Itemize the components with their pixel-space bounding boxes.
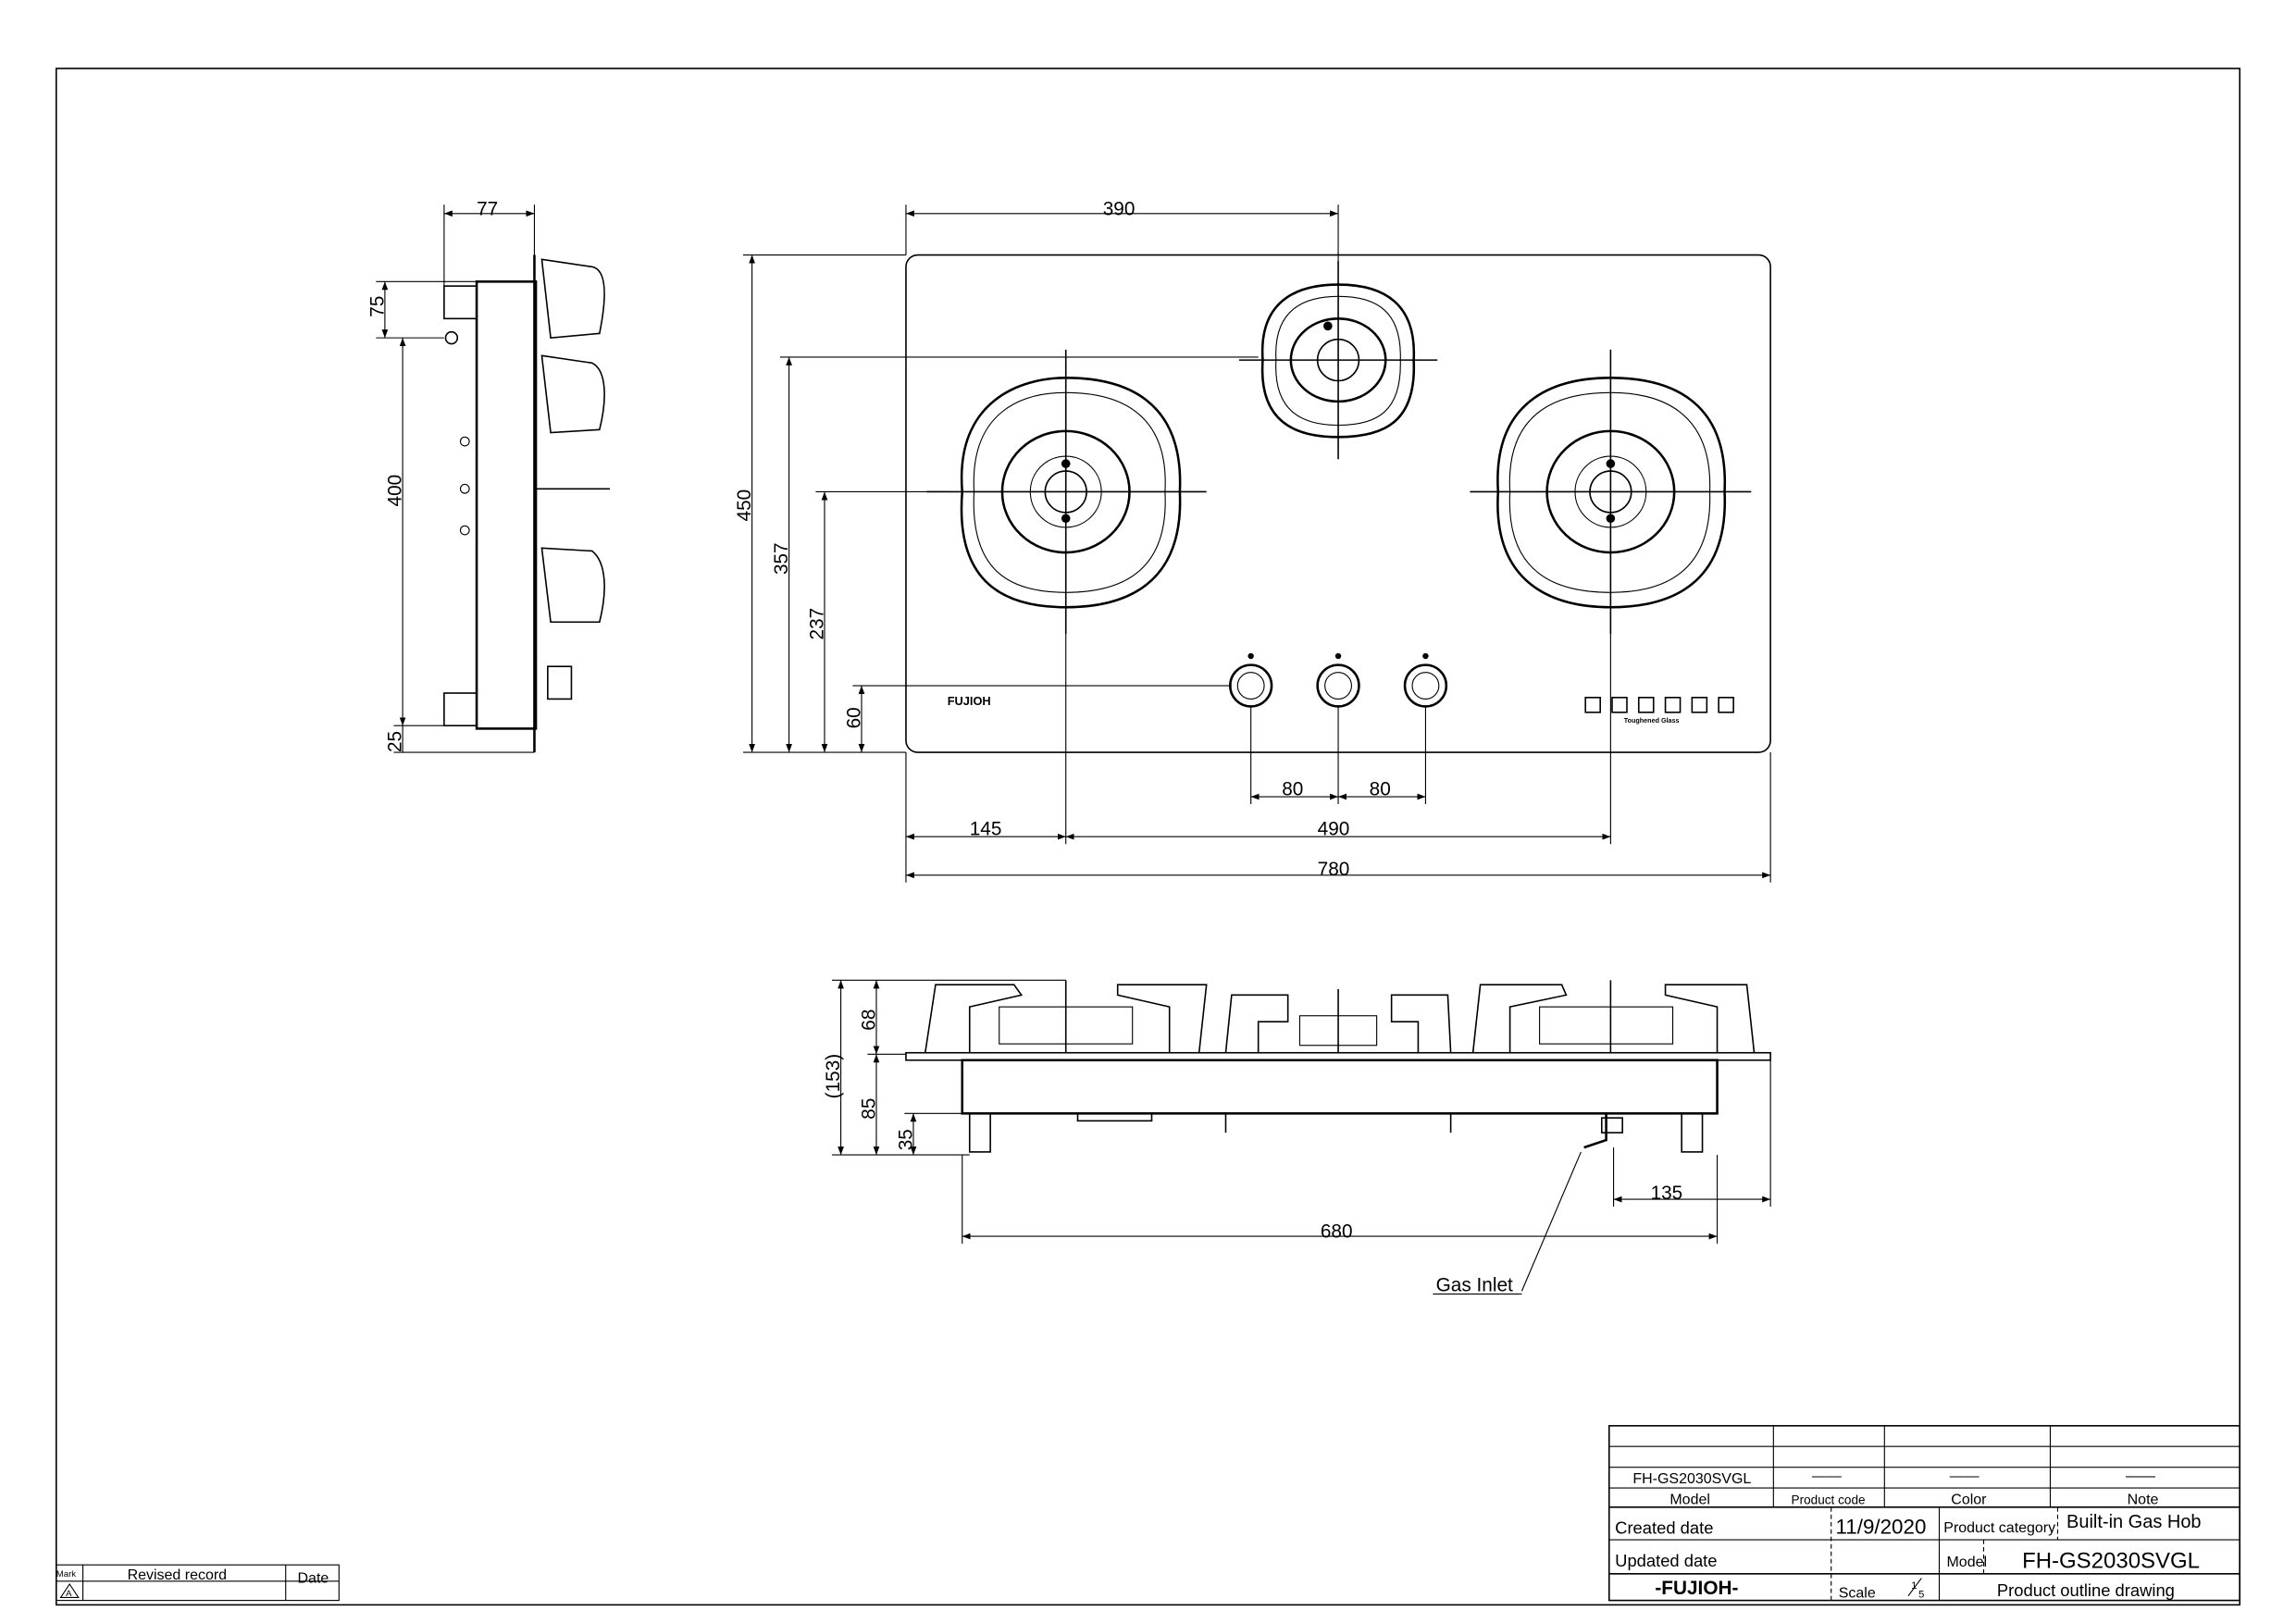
model-big: FH-GS2030SVGL bbox=[2022, 1548, 2200, 1573]
created-date-value: 11/9/2020 bbox=[1836, 1516, 1927, 1539]
scale-label: Scale bbox=[1839, 1585, 1876, 1601]
dim-68: 68 bbox=[858, 1010, 879, 1031]
dim-400: 400 bbox=[384, 475, 405, 507]
fujioh-logo: -FUJIOH- bbox=[1655, 1578, 1738, 1599]
hob-body-profile bbox=[961, 1059, 1719, 1115]
revision-symbol: A bbox=[66, 1589, 72, 1599]
dim-80-a: 80 bbox=[1282, 778, 1303, 799]
dim-145: 145 bbox=[970, 819, 1002, 840]
sheet-border bbox=[55, 68, 2241, 1606]
product-category-value: Built-in Gas Hob bbox=[2066, 1512, 2202, 1532]
toughened-glass-label: Toughened Glass bbox=[1624, 716, 1680, 725]
mark-header: Mark bbox=[56, 1569, 76, 1580]
model-label: Model bbox=[1946, 1555, 1987, 1570]
created-date-label: Created date bbox=[1615, 1518, 1713, 1538]
dim-680: 680 bbox=[1321, 1221, 1353, 1243]
dim-237: 237 bbox=[806, 608, 827, 640]
dim-450: 450 bbox=[734, 489, 755, 522]
product-code-header: Product code bbox=[1792, 1493, 1866, 1507]
burner-left bbox=[926, 349, 1207, 635]
dim-60: 60 bbox=[843, 707, 864, 728]
product-code-value: —— bbox=[1812, 1468, 1842, 1484]
revised-record-header: Revised record bbox=[128, 1567, 228, 1583]
revision-triangle-icon bbox=[59, 1582, 80, 1598]
model-header: Model bbox=[1669, 1493, 1710, 1508]
control-knobs bbox=[1228, 652, 1448, 708]
dim-25: 25 bbox=[384, 731, 405, 752]
burner-center bbox=[1238, 260, 1438, 460]
note-value: —— bbox=[2126, 1468, 2155, 1484]
safety-icons bbox=[1584, 697, 1734, 713]
model-value: FH-GS2030SVGL bbox=[1632, 1471, 1751, 1487]
dim-77: 77 bbox=[477, 198, 498, 219]
dim-780: 780 bbox=[1318, 859, 1350, 880]
knob-center bbox=[1316, 663, 1360, 708]
dim-75: 75 bbox=[366, 296, 388, 317]
color-header: Color bbox=[1951, 1493, 1987, 1508]
panel-brand-logo: FUJIOH bbox=[948, 694, 991, 708]
knob-left bbox=[1228, 663, 1273, 708]
front-view: (153) 68 85 35 680 135 Gas Inlet bbox=[823, 979, 1771, 1295]
revision-block: Mark Revised record Date A bbox=[56, 1564, 340, 1602]
updated-date-label: Updated date bbox=[1615, 1551, 1717, 1570]
dim-490: 490 bbox=[1318, 819, 1350, 840]
date-header: Date bbox=[298, 1570, 329, 1586]
scale-numerator: 1 bbox=[1911, 1580, 1917, 1592]
drawing-title: Product outline drawing bbox=[1997, 1580, 2175, 1600]
scale-denominator: 5 bbox=[1918, 1589, 1924, 1600]
color-value: —— bbox=[1950, 1468, 1980, 1484]
dim-153: (153) bbox=[823, 1054, 844, 1099]
top-view: FUJIOH Toughened Glass 390 780 145 490 8… bbox=[734, 198, 1771, 883]
dim-35: 35 bbox=[895, 1129, 916, 1150]
dim-135: 135 bbox=[1651, 1183, 1683, 1204]
product-category-label: Product category bbox=[1943, 1520, 2055, 1536]
burner-right bbox=[1470, 349, 1752, 635]
gas-inlet-label: Gas Inlet bbox=[1436, 1274, 1513, 1295]
dim-390: 390 bbox=[1103, 198, 1136, 219]
dim-357: 357 bbox=[771, 542, 792, 575]
dim-80-b: 80 bbox=[1370, 778, 1391, 799]
note-header: Note bbox=[2128, 1493, 2159, 1508]
side-view: 77 75 400 25 bbox=[366, 198, 611, 753]
dim-85: 85 bbox=[858, 1098, 879, 1120]
knob-right bbox=[1403, 663, 1448, 708]
title-block: FH-GS2030SVGL —— —— —— Model Product cod… bbox=[1607, 1425, 2241, 1601]
